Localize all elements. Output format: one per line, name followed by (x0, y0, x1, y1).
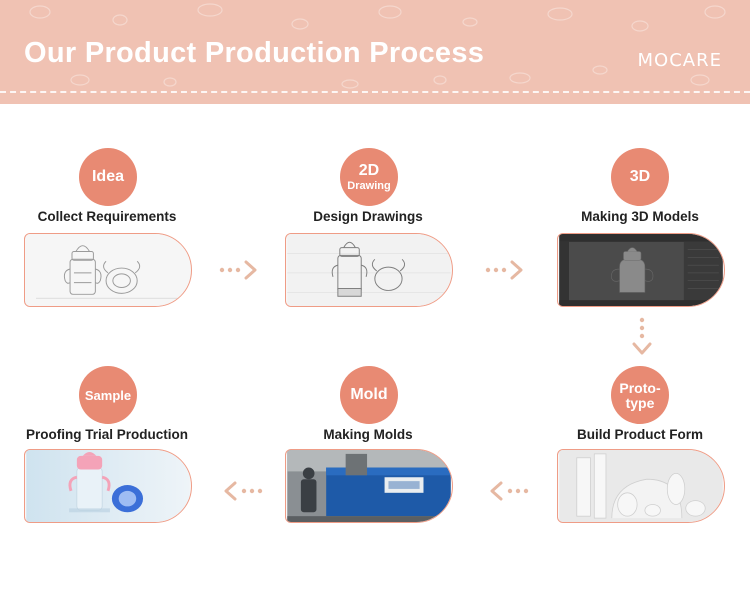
arrow-right-icon (484, 259, 530, 281)
image-injection-molding-machine (285, 449, 453, 523)
image-white-prototypes (557, 449, 725, 523)
step-title-design-drawings: Design Drawings (268, 209, 468, 224)
step-badge-2d-drawing: 2D Drawing (340, 148, 398, 206)
image-bottle-drawing (285, 233, 453, 307)
image-3d-software-screen (557, 233, 725, 307)
step-badge-mold: Mold (340, 366, 398, 424)
badge-sublabel: type (626, 396, 655, 410)
arrow-left-icon (484, 480, 530, 502)
arrow-right-icon (218, 259, 264, 281)
step-title-proofing-trial-production: Proofing Trial Production (7, 427, 207, 442)
step-badge-sample: Sample (79, 366, 137, 424)
badge-label: Mold (350, 387, 387, 403)
header-banner: Our Product Production Process MOCARE (0, 0, 750, 104)
step-title-making-molds: Making Molds (268, 427, 468, 442)
step-badge-3d: 3D (611, 148, 669, 206)
badge-label: 2D (359, 163, 379, 179)
image-baby-bottle-sketch (24, 233, 192, 307)
step-badge-prototype: Proto- type (611, 366, 669, 424)
step-title-collect-requirements: Collect Requirements (7, 209, 207, 224)
badge-label: Proto- (619, 381, 660, 395)
badge-label: Sample (85, 389, 131, 402)
arrow-down-icon (631, 316, 653, 362)
step-title-build-product-form: Build Product Form (540, 427, 740, 442)
header-scalloped-edge (0, 96, 750, 108)
page-title: Our Product Production Process (24, 37, 484, 70)
badge-label: 3D (630, 169, 650, 185)
badge-sublabel: Drawing (347, 181, 390, 192)
arrow-left-icon (218, 480, 264, 502)
image-sample-sippy-cups (24, 449, 192, 523)
stitch-line (0, 91, 750, 93)
step-badge-idea: Idea (79, 148, 137, 206)
brand-logo: MOCARE (638, 50, 722, 71)
badge-label: Idea (92, 169, 124, 185)
step-title-making-3d-models: Making 3D Models (540, 209, 740, 224)
